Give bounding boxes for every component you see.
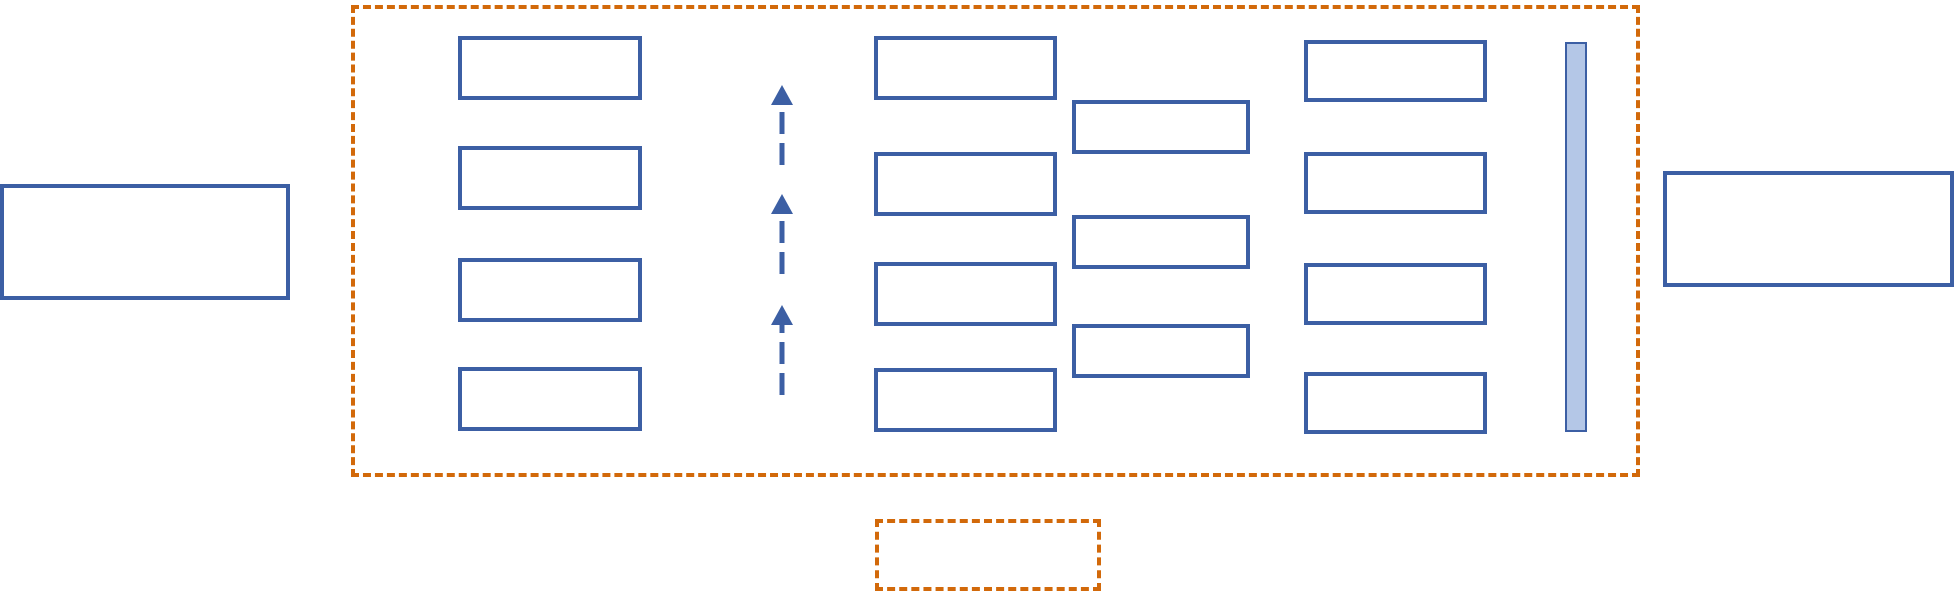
- column4-node-2[interactable]: [1304, 152, 1487, 214]
- column2-node-2[interactable]: [874, 152, 1057, 216]
- column4-node-1[interactable]: [1304, 40, 1487, 102]
- group-boundary-footer[interactable]: [875, 519, 1101, 591]
- column1-node-2[interactable]: [458, 146, 642, 210]
- column2-node-4[interactable]: [874, 368, 1057, 432]
- column1-node-3[interactable]: [458, 258, 642, 322]
- column1-node-4[interactable]: [458, 367, 642, 431]
- column3-node-3[interactable]: [1072, 324, 1250, 378]
- column2-node-1[interactable]: [874, 36, 1057, 100]
- column1-node-1[interactable]: [458, 36, 642, 100]
- column2-node-3[interactable]: [874, 262, 1057, 326]
- column3-node-1[interactable]: [1072, 100, 1250, 154]
- vertical-bar[interactable]: [1565, 42, 1587, 432]
- arrow-up-icon-2: [769, 194, 795, 274]
- column4-node-3[interactable]: [1304, 263, 1487, 325]
- column3-node-2[interactable]: [1072, 215, 1250, 269]
- right-output-node[interactable]: [1663, 171, 1954, 287]
- group-boundary-main[interactable]: [351, 5, 1640, 477]
- arrow-up-icon-3: [769, 305, 795, 395]
- arrow-up-icon-1: [769, 85, 795, 165]
- column4-node-4[interactable]: [1304, 372, 1487, 434]
- left-input-node[interactable]: [0, 184, 290, 300]
